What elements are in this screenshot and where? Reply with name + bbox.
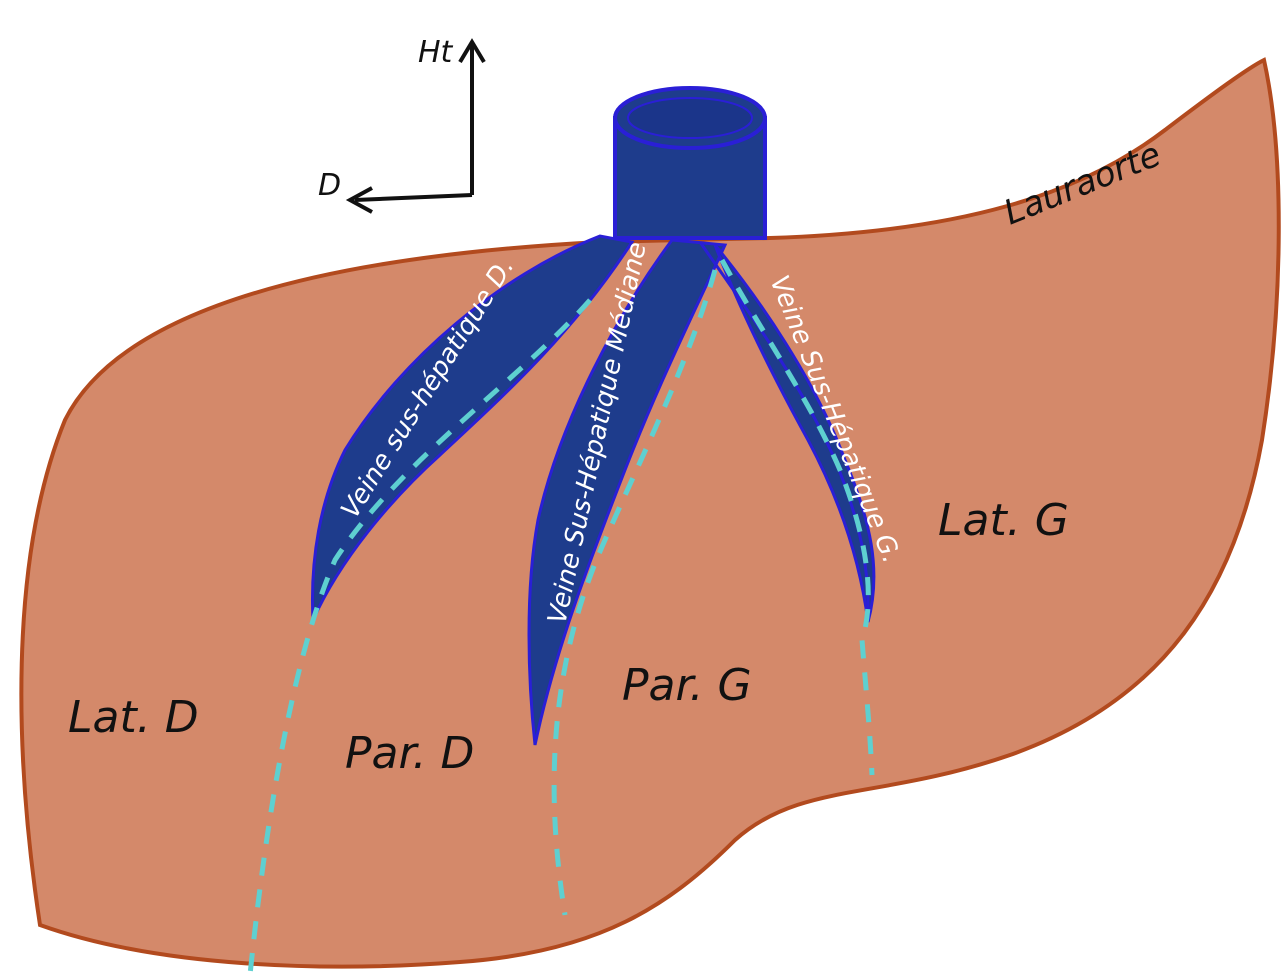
segment-label-par-d: Par. D (345, 728, 474, 779)
segment-label-lat-g: Lat. G (938, 495, 1069, 546)
segment-label-lat-d: Lat. D (68, 692, 199, 743)
orientation-axes (350, 42, 484, 212)
axis-side-arrow (355, 195, 472, 200)
axis-side-label: D (318, 168, 341, 203)
vena-cava-lumen (628, 98, 752, 138)
axis-up-label: Ht (418, 35, 454, 70)
segment-label-par-g: Par. G (622, 660, 752, 711)
